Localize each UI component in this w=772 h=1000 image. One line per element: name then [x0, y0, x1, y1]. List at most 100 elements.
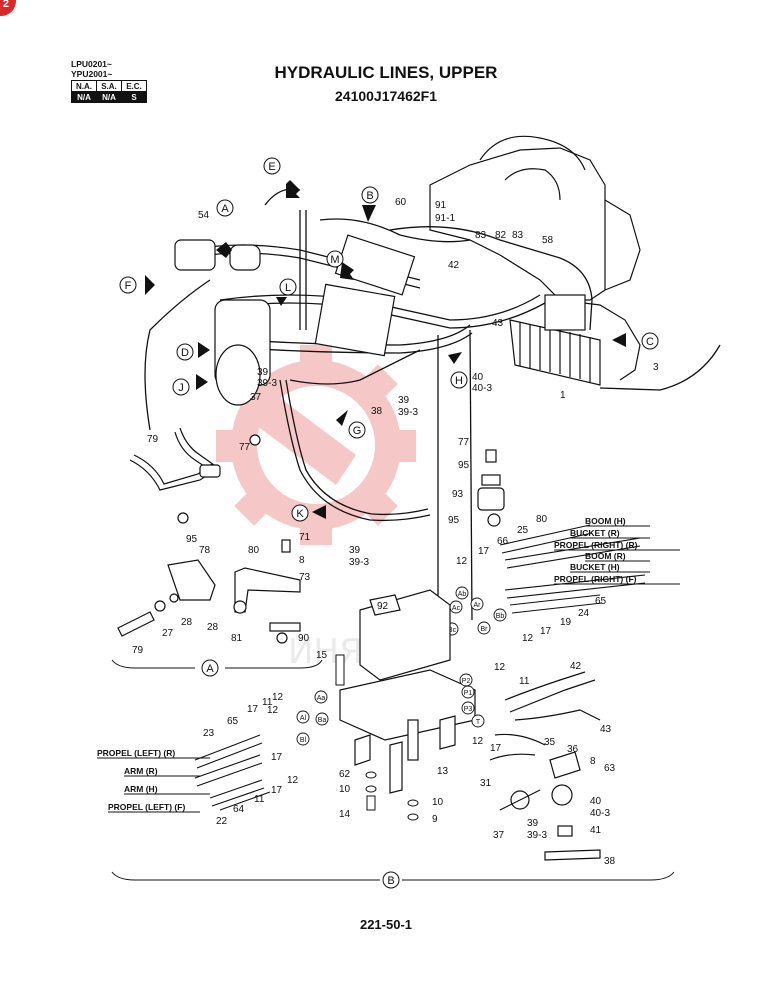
line-label-propel-right-f: PROPEL (RIGHT) (F): [554, 574, 637, 584]
port-aa: Aa: [317, 695, 326, 702]
applicability-code-table: N.A. S.A. E.C. N/A N/A S: [71, 80, 147, 103]
callout-3: 3: [653, 362, 659, 373]
port-br: Br: [481, 626, 489, 633]
callout-39-3b: 39-3: [398, 407, 418, 418]
view-letter-a: A: [221, 203, 229, 215]
page-title: HYDRAULIC LINES, UPPER: [274, 63, 498, 82]
view-letter-h: H: [455, 375, 463, 387]
line-label-arm-h: ARM (H): [124, 784, 158, 794]
callout-80a: 80: [536, 514, 548, 525]
callout-1: 1: [560, 390, 566, 401]
callout-83a: 83: [475, 230, 487, 241]
code-value-sa: N/A: [96, 91, 122, 103]
callout-39a: 39: [257, 367, 269, 378]
callout-77a: 77: [239, 442, 251, 453]
section-a-detail: [117, 539, 301, 644]
callout-27: 27: [162, 628, 174, 639]
callout-23: 23: [203, 728, 215, 739]
line-label-propel-left-f: PROPEL (LEFT) (F): [108, 802, 185, 812]
callout-28a: 28: [181, 617, 193, 628]
view-letter-c: C: [646, 336, 654, 348]
callout-12c: 12: [494, 662, 506, 673]
callout-73: 73: [299, 572, 311, 583]
callout-65b: 65: [227, 716, 239, 727]
callout-8a: 8: [299, 555, 305, 566]
callout-10a: 10: [339, 784, 351, 795]
serial-range-2: YPU2001~: [71, 69, 113, 79]
control-valve-b: [339, 589, 476, 794]
callout-22: 22: [216, 816, 228, 827]
callout-12d: 12: [472, 736, 484, 747]
callout-11a: 11: [519, 676, 530, 687]
port-bl: Bl: [300, 737, 307, 744]
callout-28b: 28: [207, 622, 219, 633]
callout-38b: 38: [604, 856, 616, 867]
port-ac: Ac: [452, 605, 461, 612]
callout-66: 66: [497, 536, 509, 547]
section-marker-b: [382, 871, 400, 889]
callout-95c: 95: [186, 534, 198, 545]
callout-13: 13: [437, 766, 449, 777]
callout-31: 31: [480, 778, 492, 789]
callout-39b: 39: [398, 395, 410, 406]
page-number: 221-50-1: [359, 917, 413, 932]
line-label-propel-right-r: PROPEL (RIGHT) (R): [554, 540, 638, 550]
callout-14: 14: [339, 809, 351, 820]
engine-block: [429, 135, 641, 381]
callout-43b: 43: [600, 724, 612, 735]
callout-39d: 39: [527, 818, 539, 829]
callout-12f: 12: [267, 705, 279, 716]
callout-37: 37: [250, 392, 262, 403]
callout-17f: 17: [271, 752, 283, 763]
callout-40: 40: [472, 372, 484, 383]
callout-17b: 17: [540, 626, 552, 637]
line-label-arm-r: ARM (R): [124, 766, 158, 776]
view-letter-e: E: [268, 161, 275, 173]
view-letter-g: G: [353, 425, 362, 437]
view-letter-b: B: [366, 190, 373, 202]
pipes-b-left: [194, 734, 271, 811]
callout-19: 19: [560, 617, 572, 628]
callout-40b: 40: [590, 796, 602, 807]
callout-15: 15: [316, 650, 328, 661]
callout-83b: 83: [512, 230, 524, 241]
callout-39-3a: 39-3: [257, 378, 277, 389]
fittings-b-right: [489, 671, 601, 861]
callout-91-1: 91-1: [435, 213, 455, 224]
serial-range-1: LPU0201~: [71, 59, 112, 69]
badge-number: 2: [2, 0, 9, 10]
view-marker-f: [119, 276, 137, 294]
view-marker-m: [326, 250, 344, 268]
section-label-a: A: [206, 663, 214, 675]
port-bc: Bc: [448, 627, 457, 634]
callout-37b: 37: [493, 830, 505, 841]
view-letter-d: D: [181, 347, 189, 359]
fitting-detail-93: [477, 449, 505, 527]
line-label-propel-left-r: PROPEL (LEFT) (R): [97, 748, 175, 758]
callout-24: 24: [578, 608, 590, 619]
callout-38: 38: [371, 406, 383, 417]
view-letter-m: M: [330, 254, 339, 266]
control-valve-upper: [174, 234, 416, 406]
callout-12a: 12: [456, 556, 468, 567]
callout-8b: 8: [590, 756, 596, 767]
callout-11b2: 11: [254, 794, 265, 805]
callout-71: 71: [299, 532, 311, 543]
callout-63: 63: [604, 763, 616, 774]
view-arrows: [145, 180, 626, 519]
callout-9: 9: [432, 814, 438, 825]
callout-65a: 65: [595, 596, 607, 607]
callout-12e: 12: [272, 692, 284, 703]
pipe-assembly-79: [129, 427, 261, 524]
callout-42b: 42: [570, 661, 582, 672]
view-marker-d: [176, 343, 194, 361]
view-letter-f: F: [125, 280, 132, 292]
callout-35: 35: [544, 737, 556, 748]
suction-hose-corrugated: [509, 294, 601, 386]
view-marker-k: [291, 504, 309, 522]
callout-82: 82: [495, 230, 507, 241]
callout-17e: 17: [271, 785, 283, 796]
callout-77b: 77: [458, 437, 470, 448]
callout-93: 93: [452, 489, 464, 500]
callout-54: 54: [198, 210, 210, 221]
